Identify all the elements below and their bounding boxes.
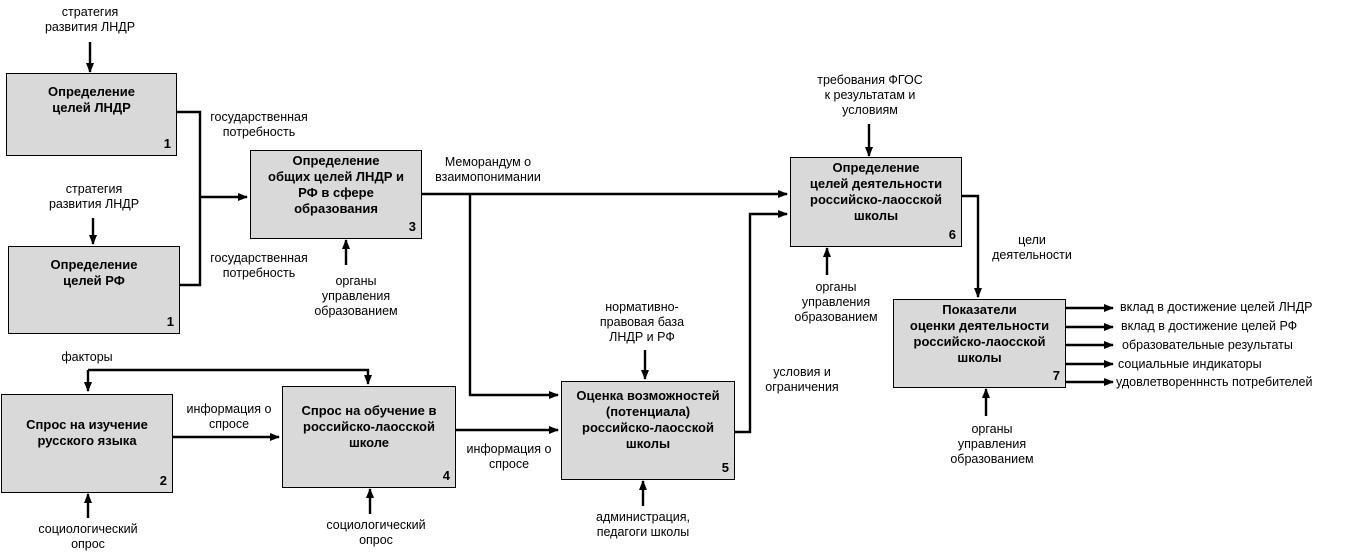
box-title: Спрос на изучение русского языка: [26, 417, 148, 448]
label-memorandum: Меморандум о взаимопонимании: [435, 155, 541, 184]
output-consumer-satisfaction: удовлетворенннсть потребителей: [1116, 375, 1313, 389]
box-title: Показатели оценки деятельности российско…: [909, 302, 1050, 365]
box-title: Определение целей деятельности российско…: [809, 160, 943, 223]
box-number: 5: [721, 460, 729, 475]
box-goals-rf: Определение целей РФ 1: [8, 246, 180, 334]
label-gov-need-bottom: государственная потребность: [210, 251, 308, 280]
box-number: 4: [442, 468, 450, 483]
box-common-goals: Определение общих целей ЛНДР и РФ в сфер…: [250, 150, 422, 239]
box-title: Оценка возможностей (потенциала) российс…: [576, 388, 720, 451]
box-number: 1: [163, 136, 171, 151]
arrow-box1a-to-box3: [177, 110, 248, 201]
box-title: Определение целей ЛНДР: [47, 84, 135, 115]
label-conditions: условия и ограничения: [765, 365, 839, 394]
label-info-demand-2: информация о спросе: [466, 442, 552, 471]
box-number: 3: [408, 219, 416, 234]
label-factors: факторы: [61, 350, 113, 364]
box-title: Определение общих целей ЛНДР и РФ в сфер…: [268, 153, 404, 216]
output-social-indicators: социальные индикаторы: [1118, 357, 1262, 371]
label-fgos-requirements: требования ФГОС к результатам и условиям: [817, 73, 923, 117]
box-russian-demand: Спрос на изучение русского языка 2: [1, 394, 173, 493]
arrow-box5-to-box6: [735, 210, 788, 434]
label-admin-teachers: администрация, педагоги школы: [596, 510, 690, 539]
box-capacity-assessment: Оценка возможностей (потенциала) российс…: [561, 381, 735, 480]
output-lndr-contribution: вклад в достижение целей ЛНДР: [1120, 300, 1313, 314]
label-gov-bodies-box3: органы управления образованием: [314, 274, 398, 318]
output-rf-contribution: вклад в достижение целей РФ: [1121, 319, 1298, 333]
box-number: 7: [1052, 368, 1060, 383]
output-education-results: образовательные результаты: [1122, 338, 1293, 352]
label-socio-box2: социологический опрос: [38, 522, 138, 551]
label-info-demand-1: информация о спросе: [186, 402, 272, 431]
arrow-box3-to-box5: [468, 194, 559, 399]
box-school-goals: Определение целей деятельности российско…: [790, 157, 962, 247]
label-gov-bodies-box6: органы управления образованием: [794, 280, 878, 324]
label-strategy-lndr-mid: стратегия развития ЛНДР: [48, 182, 140, 211]
box-number: 1: [166, 314, 174, 329]
label-goals-activity: цели деятельности: [992, 233, 1072, 262]
label-normative-base: нормативно- правовая база ЛНДР и РФ: [599, 300, 685, 344]
box-goals-lndr: Определение целей ЛНДР 1: [6, 73, 177, 156]
box-number: 6: [948, 227, 956, 242]
label-socio-box4: социологический опрос: [326, 518, 426, 547]
label-gov-bodies-box7: органы управления образованием: [950, 422, 1034, 466]
label-strategy-lndr-top: стратегия развития ЛНДР: [44, 5, 136, 34]
box-title: Определение целей РФ: [50, 257, 138, 288]
box-number: 2: [159, 473, 167, 488]
box-school-demand: Спрос на обучение в российско-лаосской ш…: [282, 386, 456, 488]
arrow-box6-to-box7: [962, 194, 982, 298]
arrow-factors-to-box4: [88, 368, 372, 385]
label-gov-need-top: государственная потребность: [210, 110, 308, 139]
box-title: Спрос на обучение в российско-лаосской ш…: [301, 403, 437, 450]
box-performance-indicators: Показатели оценки деятельности российско…: [893, 299, 1066, 388]
arrow-box1b-to-box3: [180, 197, 202, 287]
